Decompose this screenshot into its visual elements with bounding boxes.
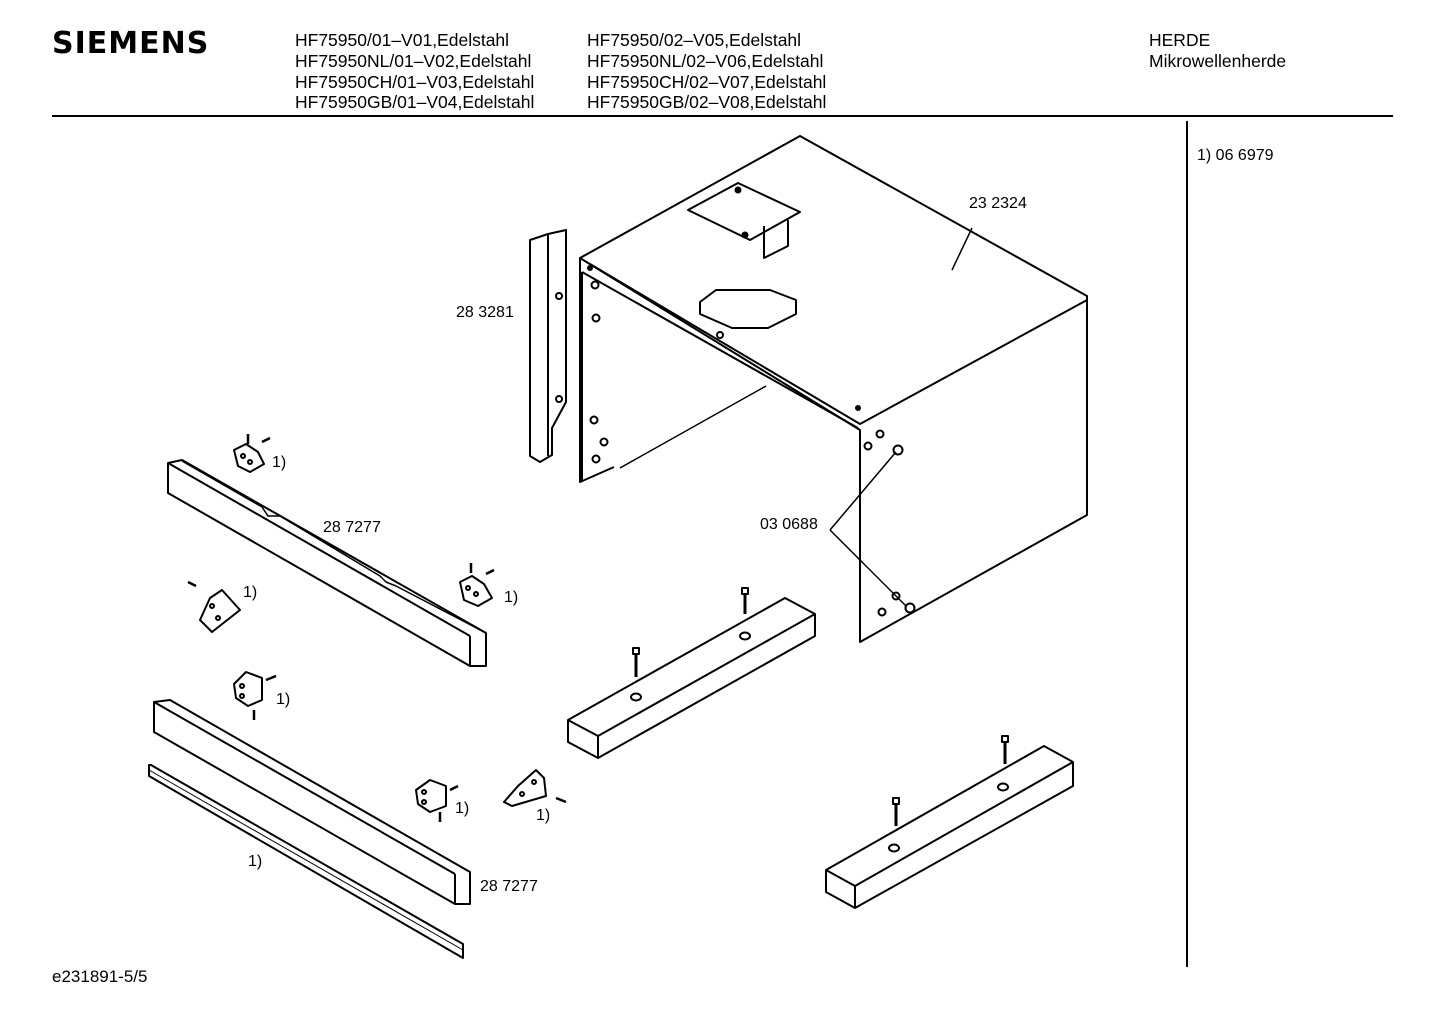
model-list-1: HF75950/01–V01,Edelstahl HF75950NL/01–V0… (295, 30, 534, 113)
leader-line (829, 529, 907, 607)
mounting-bracket-part (415, 779, 459, 822)
mounting-bracket-part (233, 671, 277, 720)
mounting-bracket-part (187, 580, 241, 633)
model-entry: HF75950NL/01–V02,Edelstahl (295, 50, 532, 71)
label-bracket-note: 1) (536, 807, 550, 824)
model-entry: HF75950/02–V05,Edelstahl (587, 30, 802, 50)
housing-part (579, 135, 1088, 643)
drawing-id: e231891-5/5 (52, 967, 148, 986)
front-trim-lower-part (153, 699, 471, 905)
model-entry: HF75950GB/01–V04,Edelstahl (295, 92, 535, 113)
label-bracket-note: 1) (504, 589, 518, 606)
sidebar-divider (1186, 121, 1188, 967)
model-entry: HF75950CH/02–V07,Edelstahl (587, 71, 827, 92)
foot-block-part (567, 587, 816, 759)
leader-line (829, 451, 897, 531)
mounting-bracket-part (459, 563, 495, 607)
model-entry: HF75950/01–V01,Edelstahl (295, 30, 510, 50)
footnote-part-number: 1) 06 6979 (1197, 147, 1274, 164)
side-rail-part (529, 229, 567, 463)
label-strip-note: 1) (248, 853, 262, 870)
brand-logo: SIEMENS (52, 26, 210, 61)
model-list-2: HF75950/02–V05,Edelstahl HF75950NL/02–V0… (587, 30, 826, 113)
label-front-trim-upper: 28 7277 (323, 519, 381, 536)
trim-strip-part (148, 764, 464, 959)
subcategory: Mikrowellenherde (1149, 50, 1287, 71)
category-block: HERDE Mikrowellenherde (1149, 30, 1286, 72)
mounting-bracket-part (503, 769, 567, 807)
mounting-bracket-part (233, 434, 271, 473)
label-bracket-note: 1) (455, 800, 469, 817)
label-housing: 23 2324 (969, 195, 1027, 212)
foot-block-part (825, 735, 1074, 909)
header-divider (52, 115, 1393, 117)
label-bracket-note: 1) (243, 584, 257, 601)
label-bracket-note: 1) (272, 454, 286, 471)
label-front-trim-lower: 28 7277 (480, 878, 538, 895)
category: HERDE (1149, 30, 1211, 50)
label-bracket-note: 1) (276, 691, 290, 708)
model-entry: HF75950CH/01–V03,Edelstahl (295, 71, 535, 92)
model-entry: HF75950NL/02–V06,Edelstahl (587, 50, 824, 71)
model-entry: HF75950GB/02–V08,Edelstahl (587, 92, 827, 113)
label-side-rail: 28 3281 (456, 304, 514, 321)
front-trim-upper-part (167, 459, 487, 667)
label-spacer: 03 0688 (760, 516, 818, 533)
leader-line (951, 227, 973, 271)
